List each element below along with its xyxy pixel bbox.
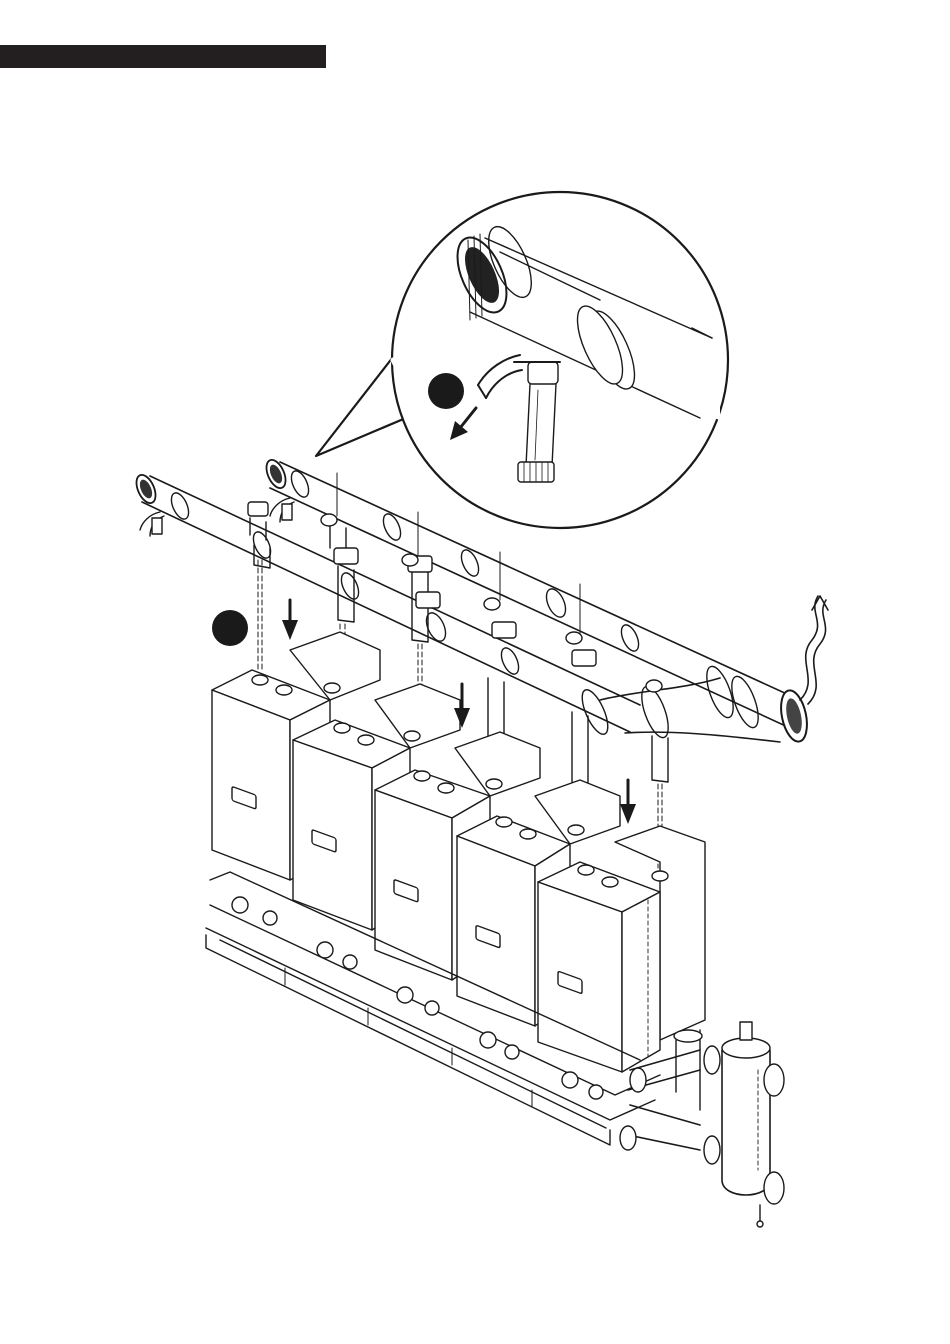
boiler-units — [212, 632, 705, 1072]
smoke-exhaust-icon — [800, 596, 828, 704]
step-marker-1 — [428, 373, 464, 409]
down-arrow-icon — [282, 600, 298, 640]
step-marker-2 — [212, 610, 248, 646]
down-arrow-icon — [620, 780, 636, 824]
detail-callout — [316, 192, 728, 528]
hydraulic-separator — [704, 1022, 784, 1227]
